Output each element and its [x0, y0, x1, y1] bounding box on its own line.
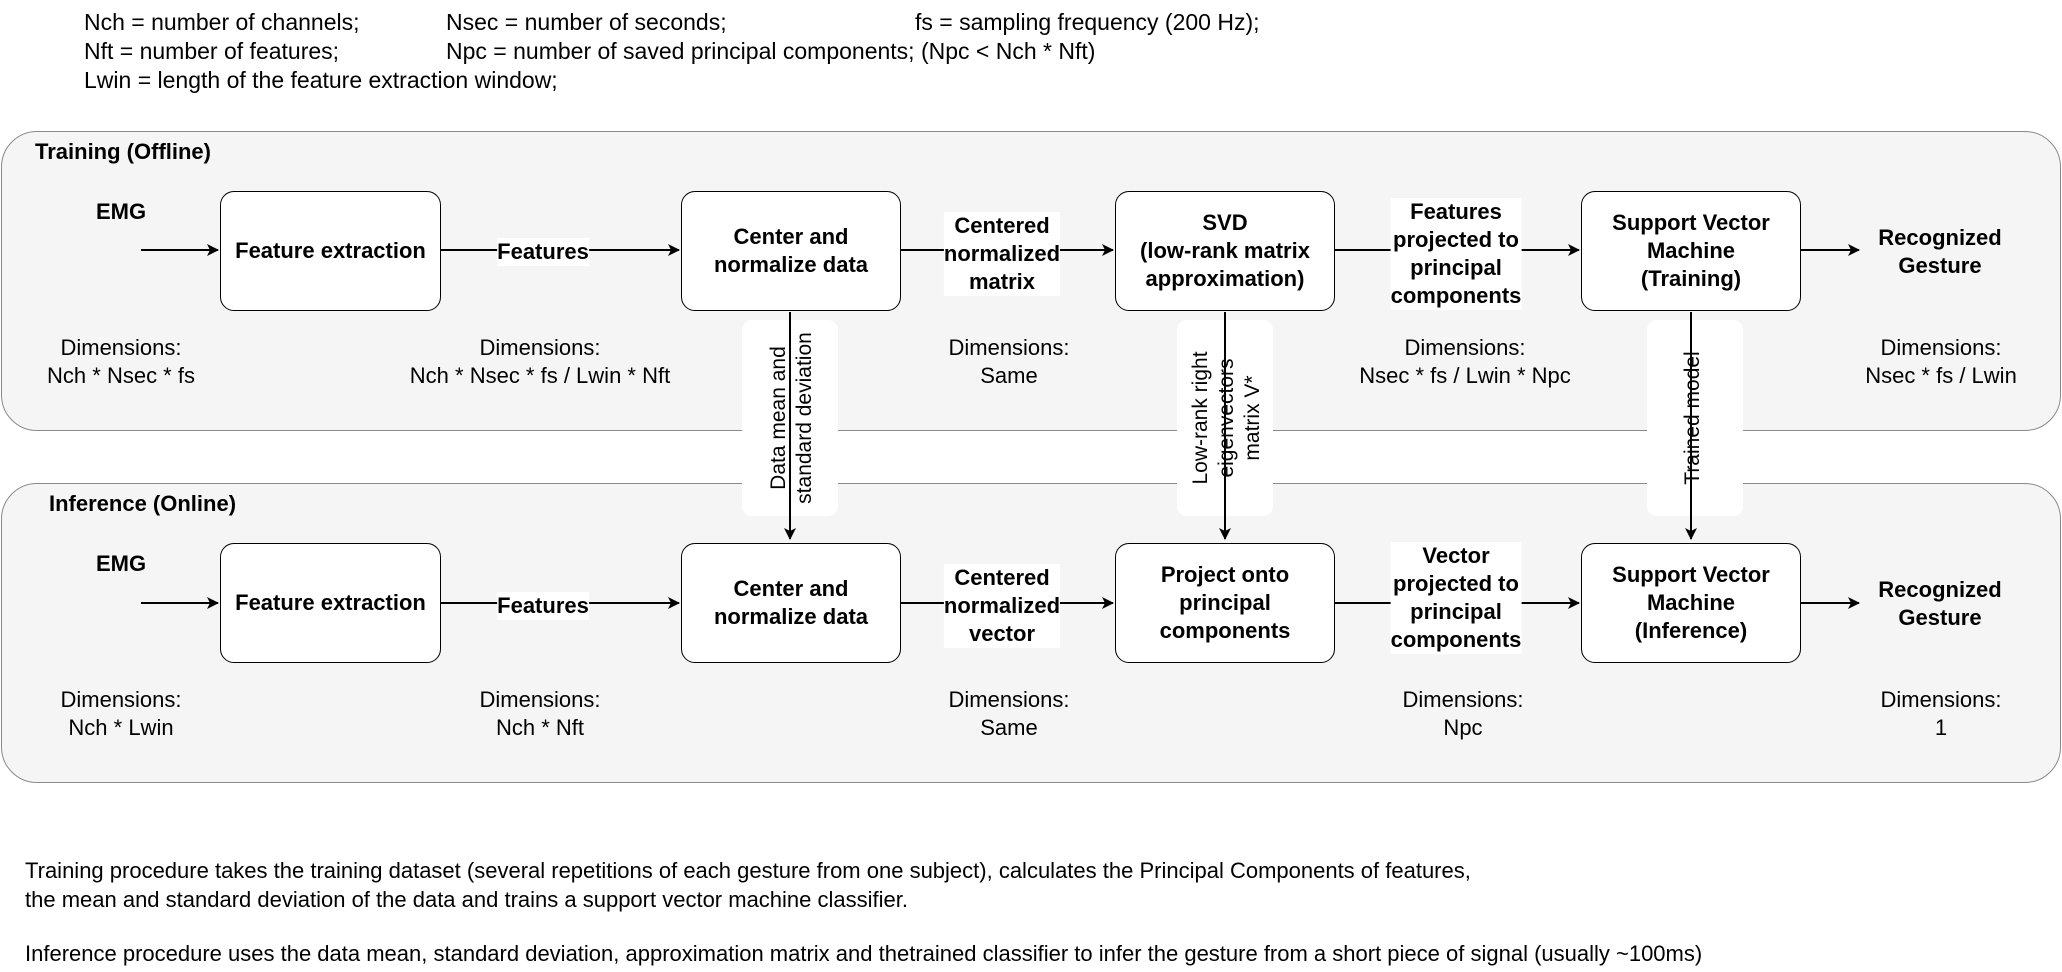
legend-npc: Npc = number of saved principal componen…: [446, 38, 1096, 64]
project-node[interactable]: Project onto principal components: [1115, 543, 1335, 663]
training-description-2: the mean and standard deviation of the d…: [25, 887, 908, 912]
training-title: Training (Offline): [35, 139, 211, 164]
inference-output: Recognized Gesture: [1878, 577, 2002, 630]
training-features-label: Features: [497, 238, 589, 266]
training-dims-centered: Dimensions:Same: [948, 335, 1070, 388]
inference-centered-label: Centered normalized vector: [943, 564, 1061, 648]
svm-training-node[interactable]: Support Vector Machine (Training): [1581, 191, 1801, 311]
training-dims-output: Dimensions:Nsec * fs / Lwin: [1865, 335, 2017, 388]
training-centered-label: Centered normalized matrix: [943, 212, 1061, 296]
training-feature-extraction-node[interactable]: Feature extraction: [220, 191, 441, 311]
inference-dims-output: Dimensions:1: [1880, 687, 2002, 740]
inference-description: Inference procedure uses the data mean, …: [25, 941, 1703, 966]
training-description-1: Training procedure takes the training da…: [25, 858, 1471, 883]
svd-node[interactable]: SVD (low-rank matrix approximation): [1115, 191, 1335, 311]
inference-feature-extraction-node[interactable]: Feature extraction: [220, 543, 441, 663]
legend-nch: Nch = number of channels;: [84, 9, 360, 35]
training-dims-emg: Dimensions:Nch * Nsec * fs: [47, 335, 195, 388]
legend-fs: fs = sampling frequency (200 Hz);: [915, 9, 1260, 35]
inference-features-label: Features: [497, 592, 589, 620]
inference-dims-emg: Dimensions:Nch * Lwin: [60, 687, 182, 740]
legend-nsec: Nsec = number of seconds;: [446, 9, 727, 35]
legend-lwin: Lwin = length of the feature extraction …: [84, 67, 558, 93]
eigenvectors-label: Low-rank right eigenvectors matrix V*: [1189, 351, 1264, 485]
inference-emg-input: EMG: [95, 551, 147, 576]
legend-nft: Nft = number of features;: [84, 38, 340, 64]
trained-model-label: Trained model: [1681, 351, 1704, 485]
training-center-normalize-node[interactable]: Center and normalize data: [681, 191, 901, 311]
training-dims-projected: Dimensions:Nsec * fs / Lwin * Npc: [1359, 335, 1571, 388]
trained-model-label-bg: [1647, 320, 1743, 516]
training-projected-label: Features projected to principal componen…: [1390, 198, 1522, 310]
training-dims-features: Dimensions:Nch * Nsec * fs / Lwin * Nft: [409, 335, 671, 388]
inference-center-normalize-node[interactable]: Center and normalize data: [681, 543, 901, 663]
inference-dims-centered: Dimensions:Same: [948, 687, 1070, 740]
inference-dims-features: Dimensions:Nch * Nft: [479, 687, 601, 740]
mean-std-label: Data mean and standard deviation: [767, 332, 816, 504]
svm-inference-node[interactable]: Support Vector Machine (Inference): [1581, 543, 1801, 663]
training-emg-input: EMG: [95, 199, 147, 224]
inference-title: Inference (Online): [49, 491, 237, 516]
inference-projected-label: Vector projected to principal components: [1390, 542, 1522, 654]
training-output: Recognized Gesture: [1878, 225, 2002, 278]
inference-dims-projected: Dimensions:Npc: [1402, 687, 1524, 740]
